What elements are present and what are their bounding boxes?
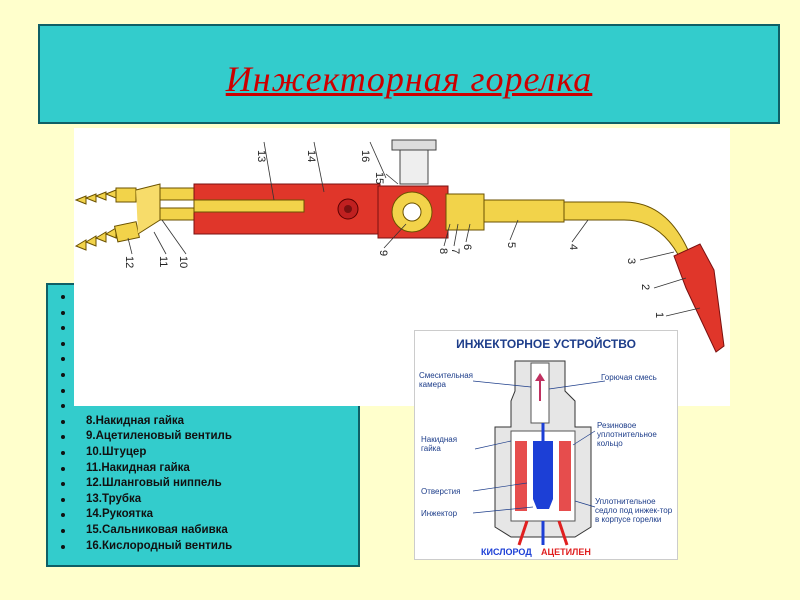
slide-title: Инжекторная горелка <box>225 59 593 99</box>
oxygen-valve <box>391 139 437 151</box>
part-number: 9 <box>377 250 389 256</box>
part-number: 3 <box>625 258 637 264</box>
list-item <box>61 367 358 383</box>
hose-nipple-upper <box>74 187 137 205</box>
label-seat: Уплотнительное седло под инжек-тор в кор… <box>595 497 673 524</box>
label-mix-chamber: Смесительная камера <box>419 371 473 389</box>
part-number: 6 <box>461 244 473 250</box>
part-number: 16 <box>359 150 371 162</box>
list-item: 11.Накидная гайка <box>61 461 358 477</box>
list-item: 13.Трубка <box>61 492 358 508</box>
part-number: 8 <box>437 248 449 254</box>
list-item <box>61 320 358 336</box>
part-number: 15 <box>373 172 385 184</box>
nozzle <box>673 243 725 353</box>
label-holes: Отверстия <box>421 487 461 496</box>
list-item: 9.Ацетиленовый вентиль <box>61 429 358 445</box>
label-fuel-mix: Горючая смесь <box>601 373 657 382</box>
label-acetylene: АЦЕТИЛЕН <box>541 547 591 557</box>
part-number: 14 <box>305 150 317 162</box>
mixing-tube <box>483 199 565 223</box>
injector-title: ИНЖЕКТОРНОЕ УСТРОЙСТВО <box>456 337 636 351</box>
label-injector: Инжектор <box>421 509 458 518</box>
torch-diagram-panel: 13 14 16 15 9 8 7 6 5 4 3 2 1 12 11 10 <box>74 128 730 406</box>
part-number: 7 <box>449 248 461 254</box>
tip-tube <box>563 201 689 259</box>
title-banner: Инжекторная горелка <box>38 24 780 124</box>
label-ring: Резиновое уплотнительное кольцо <box>597 421 657 448</box>
list-item <box>61 336 358 352</box>
injector-nozzle <box>533 441 553 509</box>
part-numbers: 13 14 16 15 9 8 7 6 5 4 3 2 1 12 11 10 <box>123 150 665 318</box>
list-item: 10.Штуцер <box>61 445 358 461</box>
part-number: 10 <box>177 256 189 268</box>
list-item: 15.Сальниковая набивка <box>61 523 358 539</box>
injector-diagram-panel: ИНЖЕКТОРНОЕ УСТРОЙСТВО Смесительная каме… <box>414 330 678 560</box>
hose-nipple-lower <box>74 221 140 251</box>
part-number: 4 <box>567 244 579 250</box>
parts-list: 8.Накидная гайка 9.Ацетиленовый вентиль … <box>48 285 358 554</box>
injector-diagram <box>472 360 606 546</box>
list-item: 8.Накидная гайка <box>61 414 358 430</box>
part-number: 12 <box>123 256 135 268</box>
torch-diagram: 13 14 16 15 9 8 7 6 5 4 3 2 1 12 11 10 <box>74 139 725 353</box>
list-item <box>61 289 358 305</box>
list-item: 12.Шланговый ниппель <box>61 476 358 492</box>
list-item <box>61 351 358 367</box>
part-number: 1 <box>653 312 665 318</box>
list-item: 16.Кислородный вентиль <box>61 539 358 555</box>
part-number: 13 <box>255 150 267 162</box>
list-item: 14.Рукоятка <box>61 507 358 523</box>
list-item <box>61 398 358 414</box>
part-number: 5 <box>505 242 517 248</box>
list-item <box>61 305 358 321</box>
label-nut: Накидная гайка <box>421 435 458 453</box>
list-item <box>61 383 358 399</box>
part-number: 11 <box>157 256 169 267</box>
label-oxygen: КИСЛОРОД <box>481 547 532 557</box>
part-number: 2 <box>639 284 651 290</box>
